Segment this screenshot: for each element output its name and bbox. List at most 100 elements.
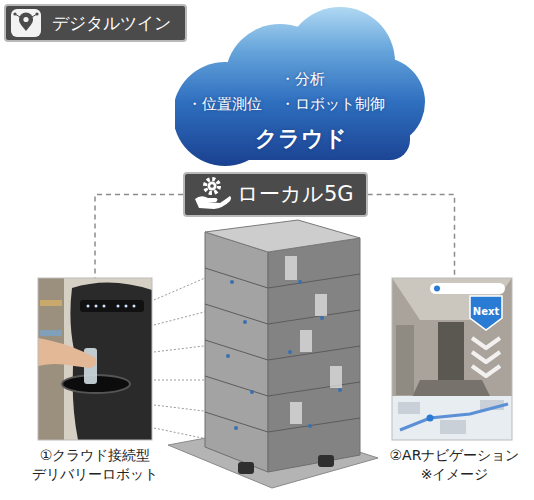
building-illustration: [205, 376, 268, 396]
ar-navigation-photo: [472, 338, 500, 376]
building-illustration: [168, 220, 378, 488]
robot-photo: [125, 305, 128, 308]
local-5g-icon: [205, 179, 219, 193]
building-illustration: [298, 280, 302, 284]
digital-twin-icon: [19, 13, 33, 32]
digital-twin-icon: [23, 17, 28, 22]
building-illustration: [250, 390, 254, 394]
digital-twin-icon: [35, 12, 38, 15]
robot-photo: [117, 305, 120, 308]
dashed-connector: [95, 195, 183, 278]
robot-photo: [87, 305, 136, 308]
building-illustration: [226, 354, 230, 358]
robot-photo: [40, 330, 62, 336]
ar-navigation-photo: [430, 283, 505, 294]
leader-lines: [154, 310, 212, 325]
leader-lines: [154, 275, 212, 300]
ar-navigation-photo: [427, 415, 434, 422]
cloud-text: ・分析: [280, 70, 325, 88]
ar-navigation-photo: [438, 322, 464, 380]
caption: ②ARナビゲーション ※イメージ: [382, 446, 527, 484]
building-illustration: [268, 382, 360, 396]
building-illustration: [308, 424, 312, 428]
leader-lines: [154, 380, 212, 381]
building-illustration: [330, 366, 342, 388]
local-5g-icon: [195, 196, 231, 209]
photo-frame: [38, 278, 152, 440]
building-illustration: [243, 320, 247, 324]
ar-navigation-photo: [472, 352, 500, 362]
leader-lines: [154, 275, 212, 440]
ar-navigation-photo: [400, 404, 508, 430]
robot-photo: [80, 300, 144, 312]
ar-navigation-photo: [472, 366, 500, 376]
building-illustration: [320, 316, 324, 320]
building-illustration: [205, 268, 268, 288]
building-illustration: [205, 340, 268, 360]
robot-photo: [38, 278, 152, 440]
photo-frame: [392, 278, 512, 440]
building-illustration: [205, 268, 360, 432]
cloud-text: クラウド: [255, 126, 347, 152]
building-illustration: [315, 294, 327, 316]
digital-twin-icon: [32, 14, 37, 17]
leader-lines: [154, 405, 212, 412]
building-illustration: [238, 462, 254, 474]
building-illustration: [268, 238, 360, 472]
box-label: ローカル5G: [237, 182, 354, 207]
robot-photo: [103, 305, 106, 308]
photo-panel: ②ARナビゲーション ※イメージ: [382, 278, 527, 484]
robot-photo: [40, 300, 62, 306]
local-5g-icon: [208, 182, 217, 191]
building-illustration: [285, 256, 342, 424]
building-illustration: [268, 346, 360, 360]
box-label: デジタルツイン: [52, 13, 171, 33]
digital-twin-icon: [15, 14, 20, 17]
building-illustration: [205, 304, 268, 324]
cloud-outline: [175, 7, 425, 166]
ar-navigation-photo: [470, 296, 502, 330]
ar-navigation-photo: [392, 278, 512, 440]
local-5g-icon: [210, 184, 214, 188]
local-5g-icon: [195, 179, 231, 209]
building-illustration: [318, 455, 334, 467]
ar-navigation-photo: [398, 402, 420, 414]
digital-twin-icon: [11, 9, 41, 37]
building-illustration: [205, 412, 268, 432]
building-illustration: [268, 310, 360, 324]
photo-panel: ①クラウド接続型 デリバリーロボット: [25, 278, 165, 484]
leader-lines: [154, 345, 212, 352]
robot-photo: [38, 278, 152, 440]
robot-photo: [133, 305, 136, 308]
robot-photo: [87, 305, 90, 308]
ar-navigation-photo: [400, 404, 508, 430]
building-illustration: [290, 402, 302, 424]
building-illustration: [300, 330, 312, 352]
building-illustration: [238, 455, 334, 474]
building-illustration: [230, 280, 234, 284]
building-illustration: [205, 220, 360, 252]
building-illustration: [285, 256, 297, 280]
robot-photo: [38, 338, 96, 368]
robot-photo: [95, 305, 98, 308]
image-label: Next: [473, 306, 499, 317]
dashed-connector: [368, 195, 455, 278]
network-box: ローカル5G: [183, 172, 368, 217]
building-illustration: [338, 388, 342, 392]
service-box: デジタルツイン: [4, 4, 187, 42]
cloud-text: ・位置測位: [187, 95, 262, 113]
building-illustration: [268, 274, 360, 288]
building-illustration: [205, 232, 268, 472]
building-illustration: [226, 280, 342, 430]
ar-navigation-photo: [396, 325, 414, 395]
ar-navigation-photo: [440, 420, 466, 434]
ar-navigation-photo: [392, 278, 512, 440]
digital-twin-icon: [15, 14, 37, 17]
ar-navigation-photo: [472, 338, 500, 348]
cloud-shape: ・分析・位置測位・ロボット制御クラウド: [175, 2, 427, 168]
cloud-text: ・ロボット制御: [280, 95, 385, 113]
digital-twin-icon: [11, 9, 41, 37]
building-illustration: [234, 426, 238, 430]
